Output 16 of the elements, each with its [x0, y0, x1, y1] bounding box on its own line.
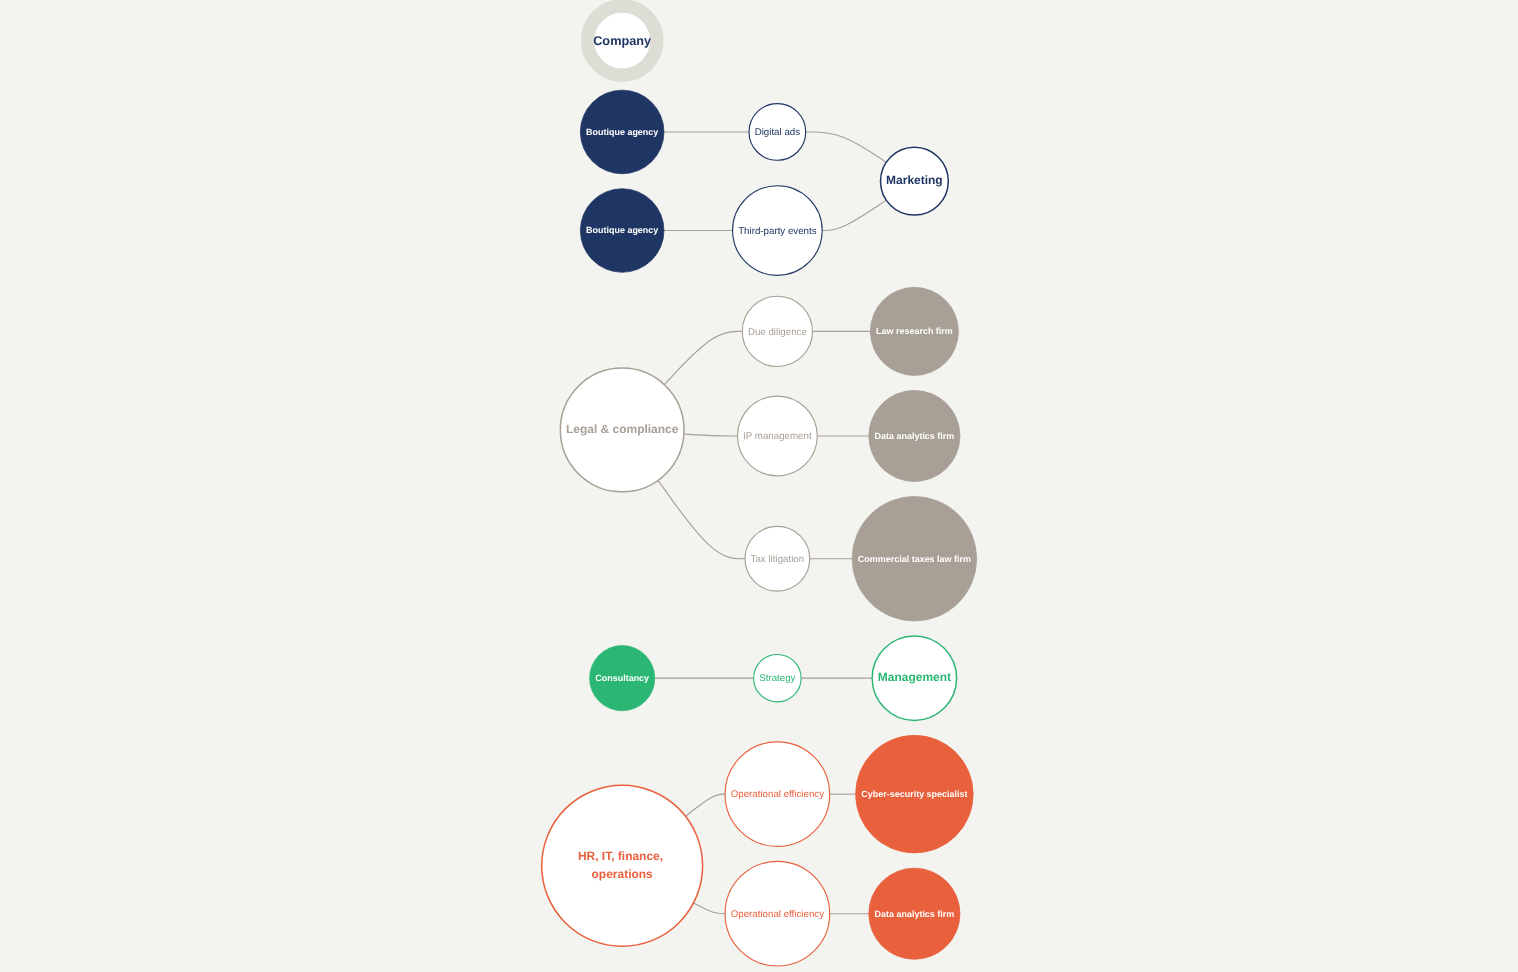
connector	[692, 902, 726, 915]
connector	[821, 199, 887, 232]
connector	[809, 558, 853, 560]
connector	[816, 435, 870, 437]
connector	[663, 229, 733, 232]
connector	[684, 793, 726, 817]
connector	[683, 433, 738, 437]
connector	[800, 677, 873, 679]
connector	[811, 330, 871, 332]
connector	[828, 793, 856, 795]
connector	[804, 131, 887, 163]
connector	[663, 330, 743, 386]
connector	[657, 479, 746, 560]
connector	[654, 677, 754, 679]
connector	[663, 131, 750, 133]
connector	[828, 913, 870, 915]
